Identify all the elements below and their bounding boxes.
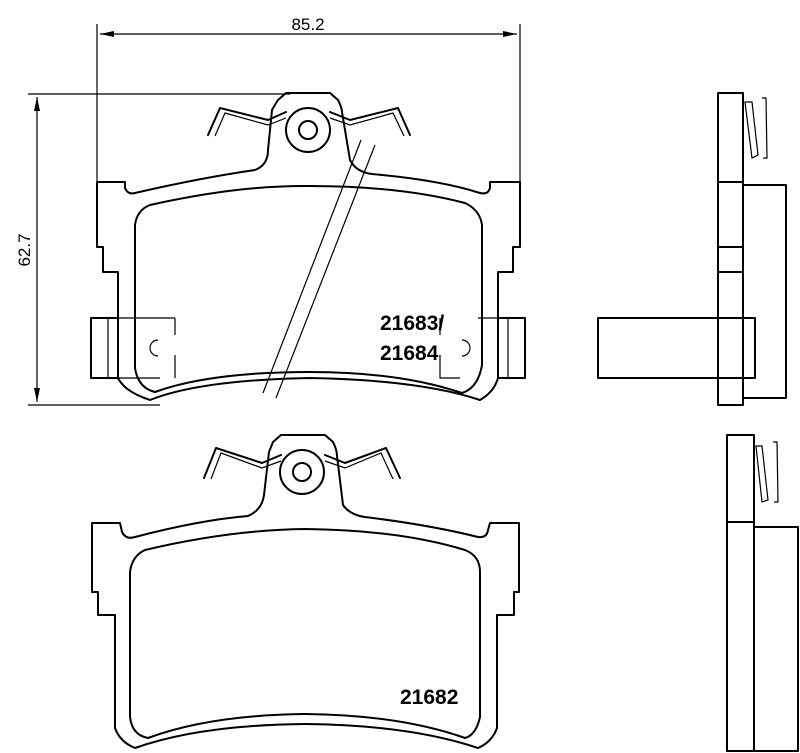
pin-boss: [279, 449, 325, 495]
pin-hole: [292, 462, 312, 482]
anti-rattle-clip: [207, 107, 411, 137]
friction-material-outline: [134, 184, 483, 394]
pin-hole: [298, 120, 318, 140]
pad-top-side-view: [597, 92, 787, 406]
width-dimension-label: 85.2: [291, 15, 324, 34]
pin-boss: [285, 107, 331, 153]
anti-rattle-clip: [203, 447, 401, 480]
part-number-label: 21682: [400, 686, 458, 709]
right-guide-tab: [439, 317, 526, 379]
width-dimension: 85.2: [96, 15, 521, 182]
wear-indicator: [262, 139, 376, 399]
part-number-label-line1: 21683/: [380, 312, 444, 335]
pad-top-front-view: 21683/ 21684: [90, 92, 526, 401]
height-dimension: 62.7: [15, 93, 290, 406]
pad-bottom-front-view: 21682: [91, 434, 520, 749]
left-guide-tab: [90, 317, 176, 379]
part-number-label-line2: 21684: [380, 342, 439, 365]
friction-material-outline: [129, 528, 481, 739]
pad-bottom-side-view: [726, 434, 799, 752]
backing-plate-outline: [96, 92, 521, 401]
backing-plate-outline: [91, 434, 520, 749]
height-dimension-label: 62.7: [15, 233, 34, 266]
